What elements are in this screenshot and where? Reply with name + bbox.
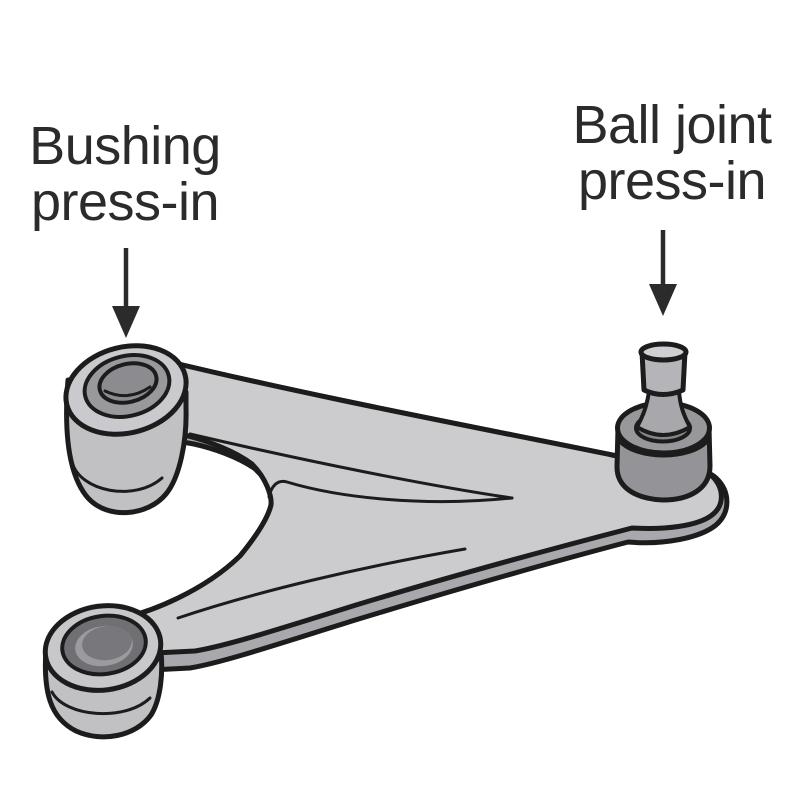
lower-arm-crease <box>176 547 467 620</box>
ball-joint-arrowhead <box>649 284 677 316</box>
ball-stud-top-face <box>638 341 689 363</box>
pocket-crease-lower <box>267 479 514 504</box>
lower-bushing-bore-core <box>82 625 132 661</box>
bushing-label-line2: press-in <box>30 172 220 232</box>
upper-bushing-rim-line <box>70 460 164 493</box>
ball-stud-neck <box>635 389 692 437</box>
bushing-label-line1: Bushing <box>29 116 221 176</box>
lower-bushing-rim-line <box>50 690 152 716</box>
ball-joint-label-line2: press-in <box>577 151 767 211</box>
ball-joint <box>614 341 713 503</box>
bushing-arrowhead <box>112 306 140 338</box>
ball-joint-press-in-label: Ball joint press-in <box>556 97 788 209</box>
pocket-crease-upper <box>188 432 514 500</box>
bushing-press-in-label: Bushing press-in <box>10 118 240 230</box>
lower-bushing <box>42 603 165 740</box>
ball-joint-label-line1: Ball joint <box>572 95 772 155</box>
control-arm <box>109 359 730 675</box>
ball-joint-housing-groove <box>617 439 710 458</box>
upper-bushing-bore-crease <box>103 385 152 398</box>
ball-stud-body <box>639 349 688 397</box>
upper-bushing <box>63 343 189 515</box>
control-arm-top-face <box>109 359 724 658</box>
bushing-arrow-down-icon <box>112 248 140 338</box>
ball-joint-arrow-down-icon <box>649 230 677 316</box>
